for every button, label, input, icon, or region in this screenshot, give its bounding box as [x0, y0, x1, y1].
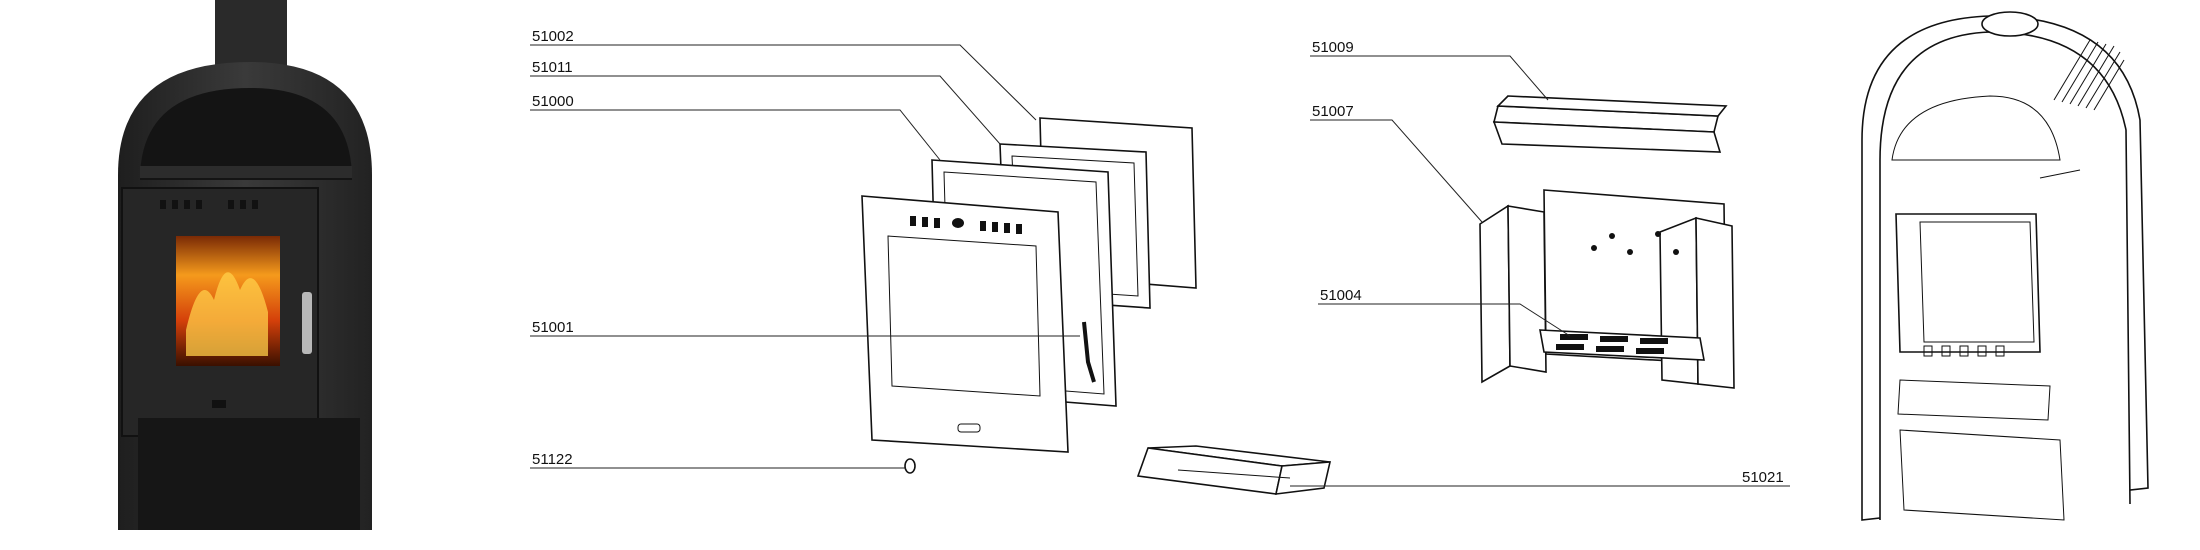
callout-51009: 51009: [1312, 39, 1354, 56]
callout-labels: 51002 51011 51000 51001 51122 51009 5100…: [532, 28, 1784, 486]
part-51122-pin: [904, 458, 916, 474]
callout-51011: 51011: [532, 59, 573, 76]
part-51001-door: [861, 195, 1096, 453]
part-51004-grate: [1539, 329, 1705, 361]
callout-51021: 51021: [1742, 469, 1784, 486]
callout-51122: 51122: [532, 451, 573, 468]
part-51009-top-plate: [1492, 95, 1728, 153]
callout-leaders: [530, 44, 1790, 487]
stove-outline-drawing: [1861, 11, 2149, 521]
part-51021-ash-pan: [1136, 445, 1332, 495]
part-51007-firebox: [1479, 189, 1735, 389]
callout-51007: 51007: [1312, 103, 1354, 120]
callout-51004: 51004: [1320, 287, 1362, 304]
stove-photo: [118, 0, 372, 530]
callout-51000: 51000: [532, 93, 574, 110]
callout-51001: 51001: [532, 319, 574, 336]
callout-51002: 51002: [532, 28, 574, 45]
